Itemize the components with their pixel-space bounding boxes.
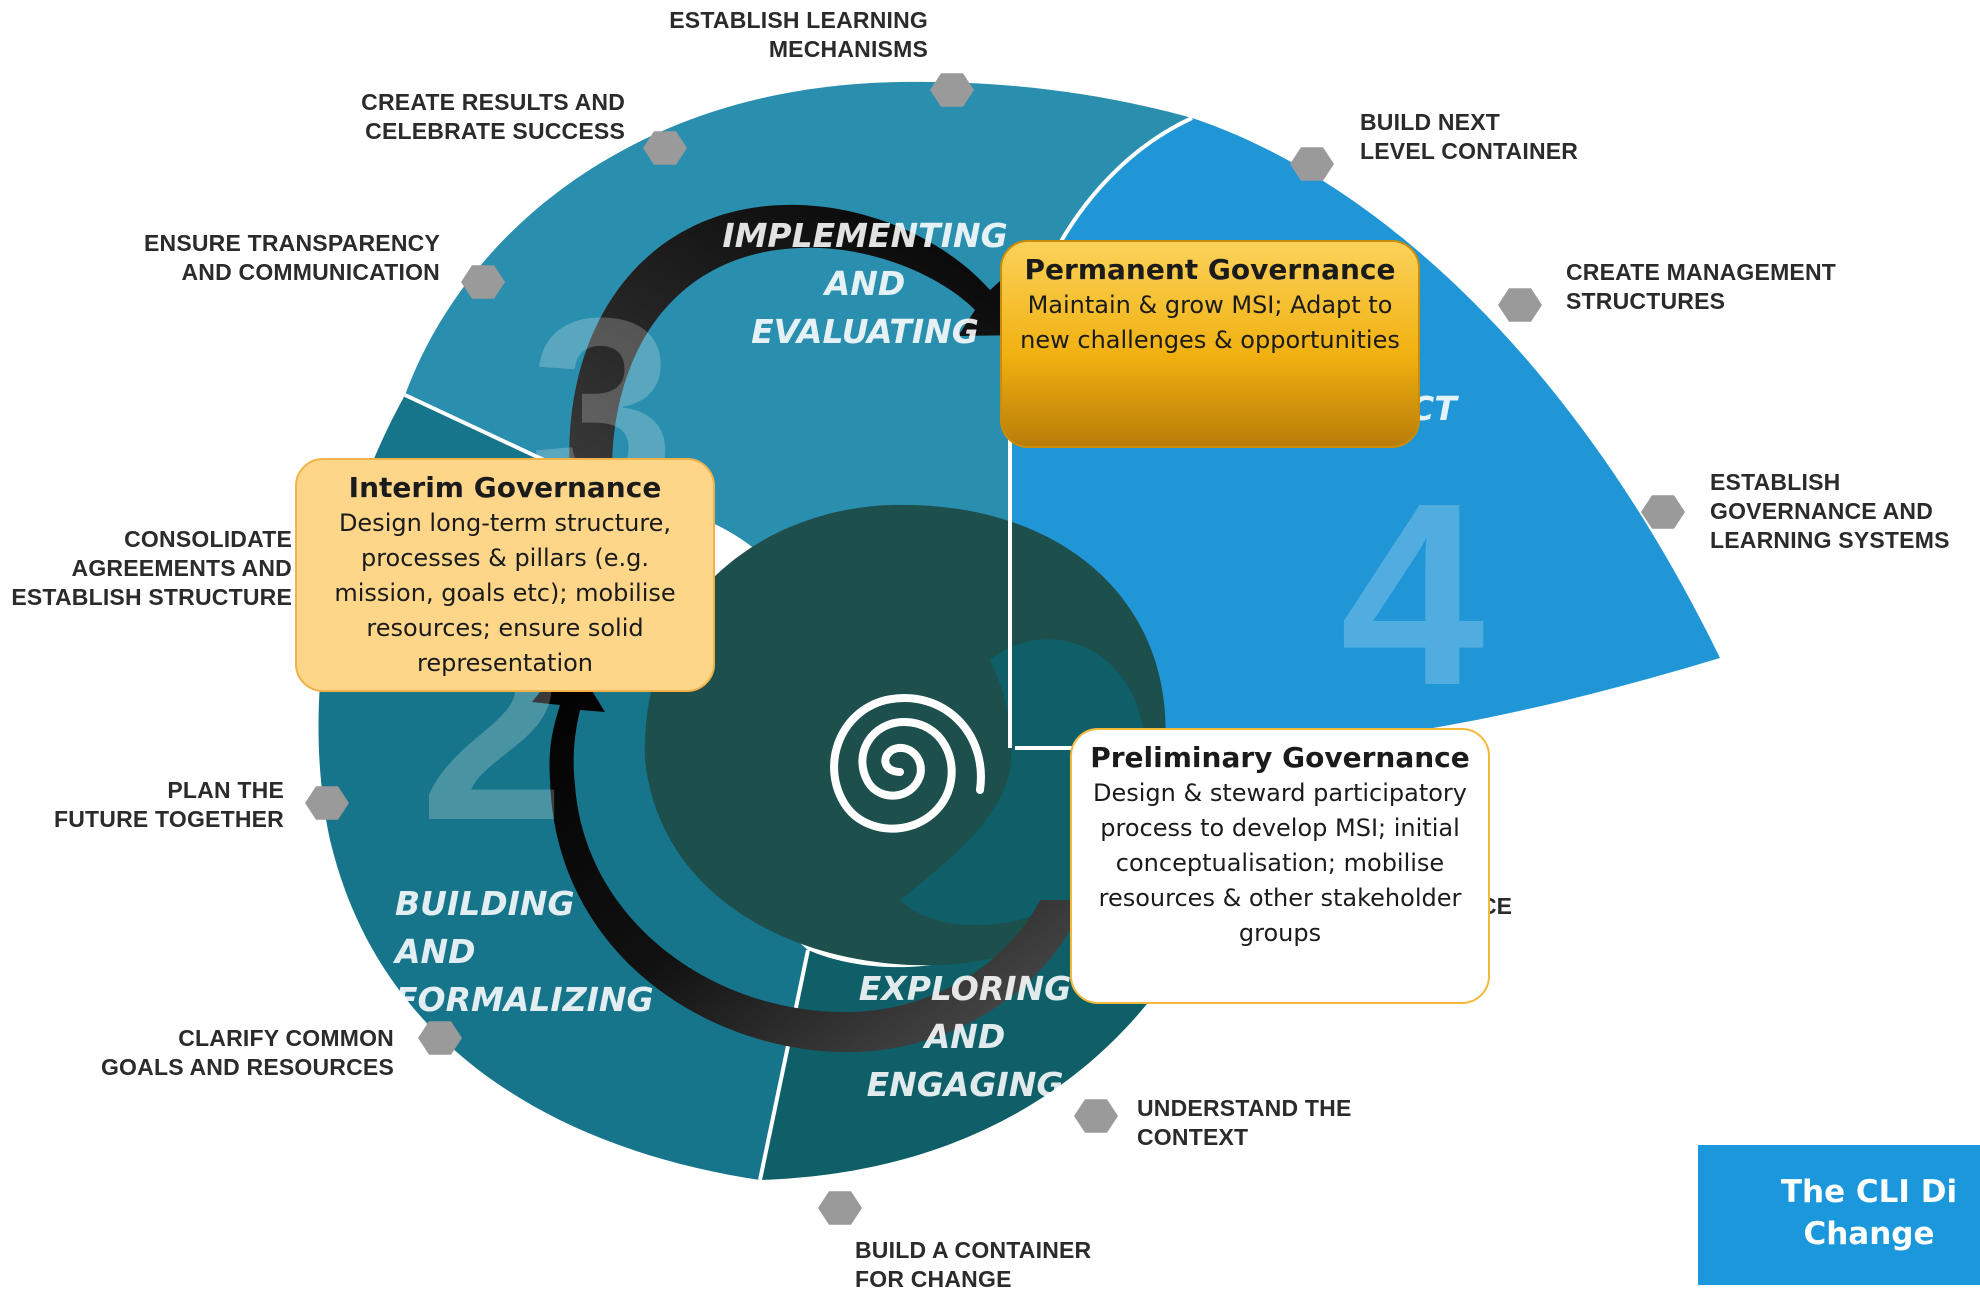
hexagon-marker-icon [305,786,349,820]
step-build-container-change: BUILD A CONTAINER FOR CHANGE [855,1237,1092,1292]
permanent-governance-title: Permanent Governance [1024,253,1396,286]
step-clarify-goals: CLARIFY COMMON GOALS AND RESOURCES [100,1025,394,1080]
cli-badge-line2: Change [1803,1216,1935,1252]
step-plan-future: PLAN THE FUTURE TOGETHER [53,777,284,832]
interim-governance-title: Interim Governance [348,471,662,504]
preliminary-governance-title: Preliminary Governance [1090,741,1470,774]
hexagon-markers [305,73,1685,1225]
hexagon-marker-icon [1290,147,1334,181]
phase-label-exploring: EXPLORING AND ENGAGING [858,969,1072,1104]
step-create-management: CREATE MANAGEMENT STRUCTURES [1566,259,1837,314]
step-establish-learning: ESTABLISH LEARNING MECHANISMS [669,7,928,62]
hexagon-marker-icon [1641,495,1685,529]
spiral-icon [830,694,985,833]
step-build-next-level: BUILD NEXT LEVEL CONTAINER [1360,109,1579,164]
step-establish-governance: ESTABLISH GOVERNANCE AND LEARNING SYSTEM… [1710,469,1950,553]
cli-badge-line1: The CLI Di [1780,1174,1958,1210]
hexagon-marker-icon [818,1191,862,1225]
preliminary-governance-box: Preliminary Governance Design & steward … [1070,728,1490,1004]
hexagon-marker-icon [418,1021,462,1055]
phase-number-4: 4 [1340,450,1485,740]
permanent-governance-desc: Maintain & grow MSI; Adapt to new challe… [1020,291,1400,354]
hexagon-marker-icon [930,73,974,107]
curved-arrow-icon [569,204,1030,478]
hexagon-marker-icon [1498,288,1542,322]
step-understand-context: UNDERSTAND THE CONTEXT [1137,1095,1352,1150]
curved-arrow-icon-2 [532,655,1085,1053]
interim-governance-desc: Design long-term structure, processes & … [334,509,676,677]
phase-label-building: BUILDING AND FORMALIZING [395,884,654,1019]
cli-badge: The CLI Di Change [1698,1145,1980,1285]
step-ensure-transparency: ENSURE TRANSPARENCY AND COMMUNICATION [143,230,440,285]
preliminary-governance-desc: Design & steward participatory process t… [1092,779,1467,947]
permanent-governance-box: Permanent Governance Maintain & grow MSI… [1000,240,1420,448]
step-consolidate: CONSOLIDATE AGREEMENTS AND ESTABLISH STR… [11,526,292,610]
phase-label-implementing: IMPLEMENTING AND EVALUATING [722,216,1008,351]
hexagon-marker-icon [1074,1099,1118,1133]
interim-governance-box: Interim Governance Design long-term stru… [295,458,715,692]
hexagon-marker-icon [643,131,687,165]
hexagon-marker-icon [461,265,505,299]
step-create-results: CREATE RESULTS AND CELEBRATE SUCCESS [361,89,625,144]
